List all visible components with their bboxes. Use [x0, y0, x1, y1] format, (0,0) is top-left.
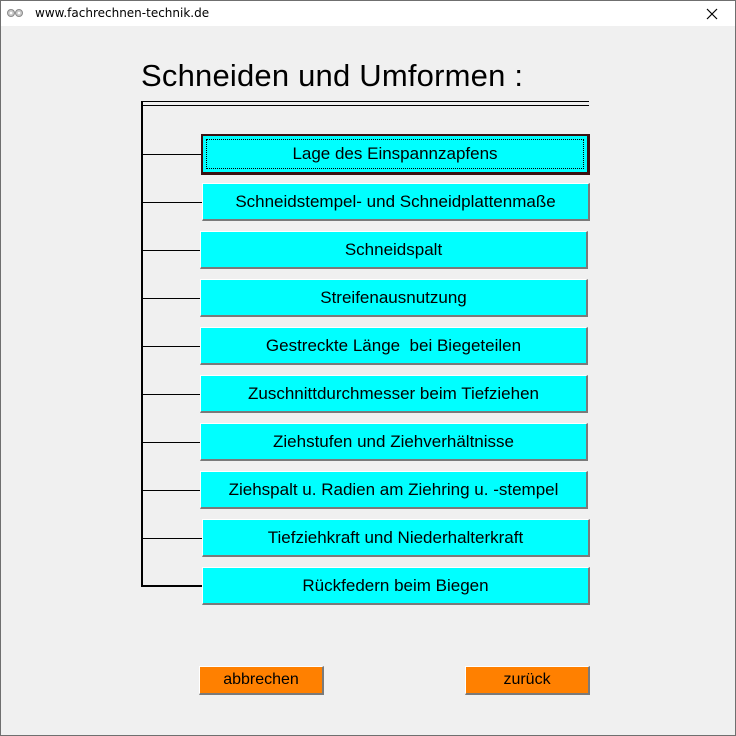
tree-branch-5 [141, 346, 200, 347]
top-rule-1 [141, 101, 589, 102]
window-title: www.fachrechnen-technik.de [35, 6, 210, 20]
app-gears-icon [7, 9, 23, 17]
tree-branch-2 [141, 202, 202, 203]
tree-branch-6 [141, 394, 200, 395]
menu-button-label: Schneidspalt [344, 239, 443, 259]
tree-vertical-line [141, 101, 143, 587]
menu-button-zuschnittdurchmesser[interactable]: Zuschnittdurchmesser beim Tiefziehen [200, 375, 588, 413]
menu-button-label: Zuschnittdurchmesser beim Tiefziehen [247, 383, 540, 403]
cancel-button-label: abbrechen [223, 671, 299, 688]
menu-button-label: Ziehspalt u. Radien am Ziehring u. -stem… [228, 479, 559, 499]
tree-branch-8 [141, 490, 200, 491]
menu-button-label: Rückfedern beim Biegen [302, 575, 489, 595]
close-icon [706, 8, 718, 19]
tree-branch-4 [141, 298, 200, 299]
cancel-button[interactable]: abbrechen [199, 666, 324, 695]
tree-branch-3 [141, 250, 200, 251]
top-rule-2 [141, 105, 589, 106]
close-button[interactable] [689, 1, 735, 26]
menu-button-ziehspalt[interactable]: Ziehspalt u. Radien am Ziehring u. -stem… [200, 471, 588, 509]
back-button-label: zurück [503, 671, 551, 688]
menu-button-label: Ziehstufen und Ziehverhältnisse [273, 431, 514, 451]
menu-button-label: Schneidstempel- und Schneidplattenmaße [235, 191, 556, 211]
menu-button-label: Lage des Einspannzapfens [292, 144, 498, 163]
menu-button-rueckfedern[interactable]: Rückfedern beim Biegen [202, 567, 590, 605]
menu-button-einspannzapfen[interactable]: Lage des Einspannzapfens [201, 134, 590, 175]
back-button[interactable]: zurück [465, 666, 590, 695]
menu-button-tiefziehkraft[interactable]: Tiefziehkraft und Niederhalterkraft [202, 519, 590, 557]
tree-branch-10 [141, 585, 202, 587]
page-title: Schneiden und Umformen : [141, 58, 524, 93]
menu-button-label: Streifenausnutzung [320, 287, 467, 307]
menu-button-schneidspalt[interactable]: Schneidspalt [200, 231, 588, 269]
menu-button-streifenausnutzung[interactable]: Streifenausnutzung [200, 279, 588, 317]
title-bar: www.fachrechnen-technik.de [1, 1, 735, 26]
menu-button-gestreckte-laenge[interactable]: Gestreckte Länge bei Biegeteilen [200, 327, 588, 365]
tree-branch-9 [141, 538, 202, 539]
menu-button-label: Tiefziehkraft und Niederhalterkraft [267, 527, 524, 547]
tree-branch-1 [141, 154, 202, 155]
menu-button-ziehstufen[interactable]: Ziehstufen und Ziehverhältnisse [200, 423, 588, 461]
menu-button-label: Gestreckte Länge bei Biegeteilen [265, 335, 522, 355]
menu-button-schneidstempel[interactable]: Schneidstempel- und Schneidplattenmaße [202, 183, 590, 221]
tree-branch-7 [141, 442, 200, 443]
